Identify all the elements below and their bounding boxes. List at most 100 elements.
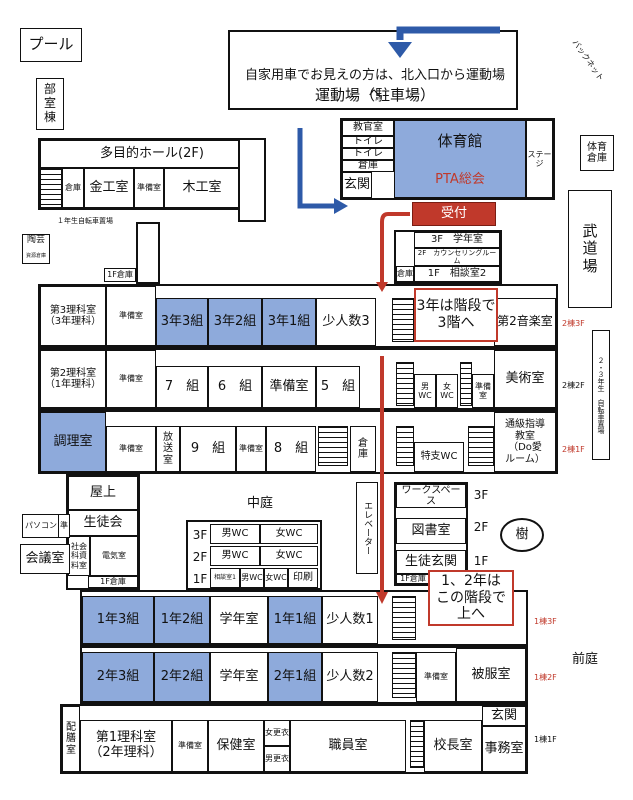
building2-2f-row: 第2理科室 （1年理科） 準備室 7 組 6 組 準備室 5 組 男WC 女WC…: [38, 348, 558, 410]
building1-2f-row: 2年3組 2年2組 学年室 2年1組 少人数2 準備室 被服室: [80, 646, 528, 704]
art-room: 美術室: [494, 350, 556, 408]
small-group-room-1: 少人数1: [322, 596, 378, 644]
prep-room: 準備室: [106, 426, 156, 472]
prep-room: 準備室: [172, 720, 208, 772]
left-block: 屋上 生徒会 社会 科資 料室 電気室 1F倉庫: [66, 474, 140, 590]
storage: 倉 庫: [350, 426, 376, 472]
gym-entrance: 玄関: [342, 172, 372, 198]
grade-room: 学年室: [210, 596, 268, 644]
class-6: 6 組: [208, 366, 262, 408]
stairs: [396, 426, 414, 466]
class-2-1: 2年1組: [268, 652, 322, 702]
floor-1f: 1F: [192, 572, 208, 586]
class-1-2: 1年2組: [154, 596, 210, 644]
arrow-head: [334, 198, 348, 214]
tree: 樹: [500, 518, 544, 552]
small-group-room-2: 少人数2: [322, 652, 378, 702]
prep-room: 準備室: [416, 652, 456, 702]
floor-label: 1棟3F: [534, 617, 557, 626]
pool: プール: [20, 28, 82, 62]
male-wc: 男WC: [210, 524, 260, 544]
stairs: [396, 362, 414, 406]
class-1-3: 1年3組: [82, 596, 154, 644]
prep-room: 準備室: [262, 366, 316, 408]
reception: 受付: [412, 202, 496, 226]
workspace: ワークスペース: [396, 484, 466, 508]
sewing-room: 被服室: [456, 648, 526, 702]
gym-building: 教官室 トイレ トイレ 倉庫 玄関 体育館 PTA総会 ステージ: [340, 118, 555, 200]
west-corridor: [136, 222, 160, 284]
prep-room: 準備室: [236, 426, 266, 472]
floor-label: 1棟2F: [534, 673, 557, 682]
female-wc: 女WC: [264, 568, 288, 588]
class-7: 7 組: [156, 366, 208, 408]
gym-label: 体育館: [437, 132, 483, 150]
teachers-room: 教官室: [342, 120, 394, 136]
stairs: [392, 596, 416, 640]
toilet: トイレ: [342, 148, 394, 160]
gym-storage: 体育 倉庫: [580, 135, 614, 171]
class-3-1: 3年1組: [262, 298, 316, 346]
counseling-room-2f: 2F カウンセリングルーム: [414, 248, 500, 266]
front-garden: 前庭: [571, 652, 598, 667]
conference-room: 会議室: [20, 544, 70, 574]
club-building: 部 室 棟: [36, 78, 64, 130]
stairs: [460, 362, 472, 406]
female-wc: 女WC: [260, 524, 318, 544]
class-3-3: 3年3組: [156, 298, 208, 346]
storage: 倉庫: [396, 266, 414, 282]
broadcast-room: 放 送 室: [156, 426, 180, 472]
note-1st-2nd-grade: 1、2年は この階段で 上へ: [428, 570, 514, 626]
arrow-head: [376, 592, 388, 604]
courtyard: 中庭: [246, 496, 273, 511]
pottery-room: 陶芸: [22, 234, 50, 264]
class-2-2: 2年2組: [154, 652, 210, 702]
class-2-3: 2年3組: [82, 652, 154, 702]
male-wc: 男WC: [210, 546, 260, 566]
library: 図書室: [396, 518, 466, 544]
class-9: 9 組: [180, 426, 236, 472]
science-room-3: 第3理科室 （3年理科）: [40, 286, 106, 346]
parking-note-line1: 自家用車でお見えの方は、北入口から運動場へ: [244, 68, 505, 102]
arrow-head: [376, 282, 388, 292]
floor-label: 2棟2F: [562, 381, 585, 390]
class-8: 8 組: [266, 426, 316, 472]
female-changing-room: 女更衣: [264, 720, 290, 746]
toilet: トイレ: [342, 136, 394, 148]
building2-1f-row: 調理室 準備室 放 送 室 9 組 準備室 8 組 倉 庫 特支WC 通級指導 …: [38, 410, 558, 474]
student-council: 生徒会: [68, 510, 138, 536]
rooftop: 屋上: [68, 476, 138, 510]
pta-meeting: PTA総会: [435, 172, 485, 187]
pc-room: パソコン: [22, 514, 60, 538]
note-3rd-grade: 3年は階段で 3階へ: [414, 288, 498, 342]
special-support-wc: 特支WC: [414, 442, 464, 472]
class-1-1: 1年1組: [268, 596, 322, 644]
stairs: [392, 298, 414, 342]
serving-room: 配 膳 室: [62, 706, 80, 772]
storage: 倉庫: [342, 160, 394, 172]
floor-label: 2棟3F: [562, 319, 585, 328]
reception-route-arrow: [380, 212, 410, 282]
stairs: [318, 426, 348, 466]
principal-office: 校長室: [424, 720, 482, 772]
storage: 倉庫: [62, 168, 84, 208]
woodwork-room: 木工室: [164, 168, 240, 208]
main-entrance: 玄関: [482, 706, 526, 726]
west-connector: [238, 138, 266, 222]
cooking-room: 調理室: [40, 412, 106, 472]
floor-3f: 3F: [473, 488, 489, 502]
stairs: [40, 168, 62, 208]
prep-room-small: 準: [58, 514, 70, 538]
floor-label: 1棟1F: [534, 735, 557, 744]
floor-2f: 2F: [192, 550, 208, 564]
small-group-room-3: 少人数3: [316, 298, 376, 346]
resource-storage: 資源倉庫: [25, 253, 46, 259]
science-room-1: 第1理科室 （2年理科）: [80, 720, 172, 772]
floor-1f: 1F: [473, 554, 489, 568]
electric-room: 電気室: [90, 536, 138, 576]
parking-note-box: 自家用車でお見えの方は、北入口から運動場へ 運動場（駐車場）: [228, 30, 518, 110]
elevator: エレベーター: [356, 482, 378, 574]
storage-1f: 1F倉庫: [104, 268, 136, 282]
class-5: 5 組: [316, 366, 360, 408]
